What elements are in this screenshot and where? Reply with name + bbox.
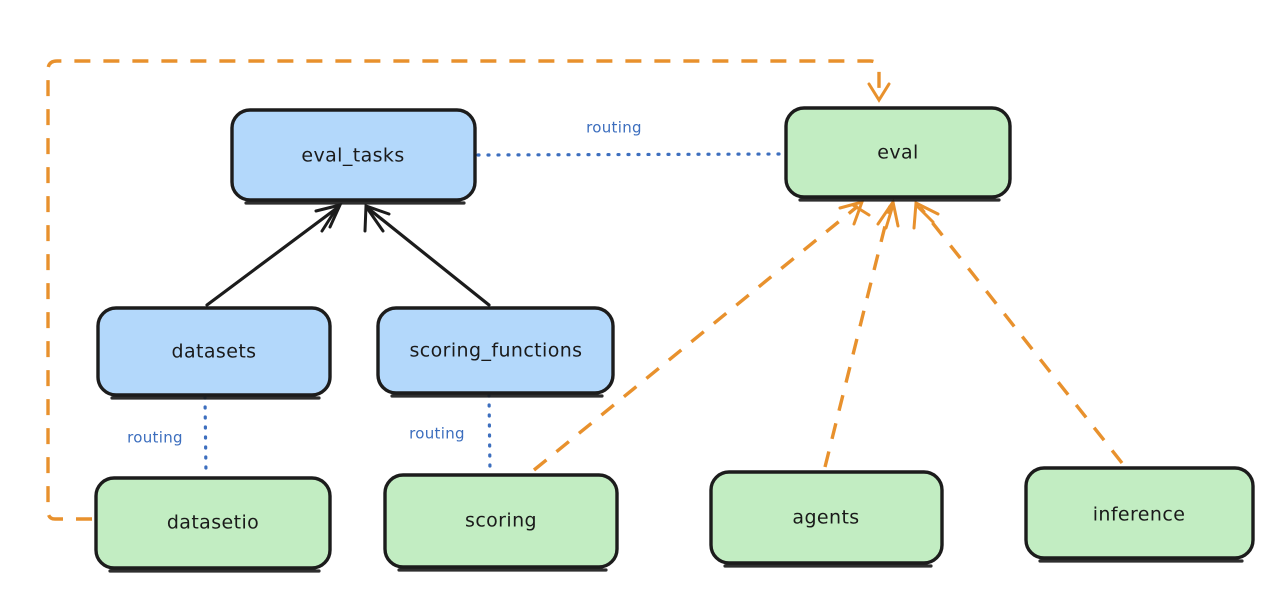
node-scoring_functions[interactable]: scoring_functions xyxy=(376,306,615,398)
edge-scoring_functions-to-scoring xyxy=(487,393,492,474)
node-eval_tasks-box[interactable] xyxy=(230,108,477,202)
edge-scoring-to-eval xyxy=(532,199,871,472)
node-inference-label: inference xyxy=(1093,504,1186,526)
node-scoring_functions-box[interactable] xyxy=(376,306,615,395)
node-agents[interactable]: agents xyxy=(709,470,944,568)
node-datasetio-label: datasetio xyxy=(167,512,259,534)
edge-label-routing-datasets-datasetio: routing xyxy=(127,429,183,447)
node-eval_tasks[interactable]: eval_tasks xyxy=(230,108,477,205)
node-agents-label: agents xyxy=(792,507,859,529)
node-datasetio-box[interactable] xyxy=(94,476,332,570)
node-agents-box[interactable] xyxy=(709,470,944,565)
node-inference[interactable]: inference xyxy=(1024,466,1255,563)
edge-agents-to-eval xyxy=(823,198,900,468)
edge-scoring_functions-to-eval_tasks xyxy=(363,203,491,307)
node-inference-box[interactable] xyxy=(1024,466,1255,560)
edge-datasetio-to-eval xyxy=(46,59,891,521)
node-datasets-box[interactable] xyxy=(96,306,332,397)
node-datasets[interactable]: datasets xyxy=(96,306,332,400)
node-eval-label: eval xyxy=(877,142,918,164)
node-eval[interactable]: eval xyxy=(784,106,1012,202)
edge-label-routing-scoring_functions-scoring: routing xyxy=(409,425,465,443)
node-scoring[interactable]: scoring xyxy=(383,473,619,572)
node-eval_tasks-label: eval_tasks xyxy=(301,145,404,167)
node-scoring-label: scoring xyxy=(465,510,537,532)
node-datasets-label: datasets xyxy=(172,341,257,363)
node-eval-box[interactable] xyxy=(784,106,1012,199)
node-scoring-box[interactable] xyxy=(383,473,619,569)
edge-datasets-to-datasetio xyxy=(203,395,208,477)
edge-label-routing-eval_tasks-eval: routing xyxy=(586,119,642,137)
edge-datasets-to-eval_tasks xyxy=(205,202,343,307)
node-datasetio[interactable]: datasetio xyxy=(94,476,332,573)
node-scoring_functions-label: scoring_functions xyxy=(410,340,583,362)
edge-eval_tasks-to-eval xyxy=(476,152,786,157)
edge-inference-to-eval xyxy=(912,200,1124,465)
